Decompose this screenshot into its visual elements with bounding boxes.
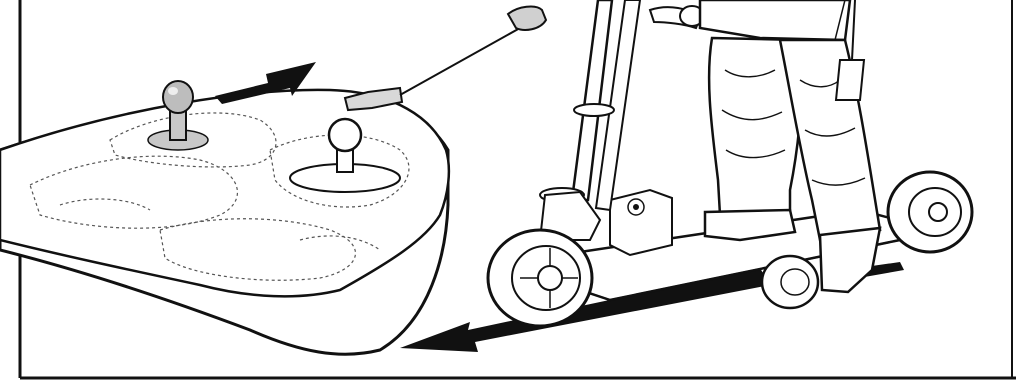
left-shoe [703,208,797,242]
antenna-connector [343,5,548,112]
backward-arrow-icon [400,268,770,352]
remote-control [0,5,548,356]
right-shoe [818,226,882,294]
battery-box [609,188,673,257]
rider [648,0,882,294]
left-joystick [147,80,209,151]
pant-creases [721,69,866,186]
steering-column [538,0,642,241]
rear-wheel [886,170,974,254]
front-wheel [486,228,594,328]
scooter [400,0,974,352]
hanging-tassel [834,0,866,101]
forward-arrow-icon [215,62,316,104]
middle-wheel [760,254,820,310]
right-joystick [289,117,401,193]
